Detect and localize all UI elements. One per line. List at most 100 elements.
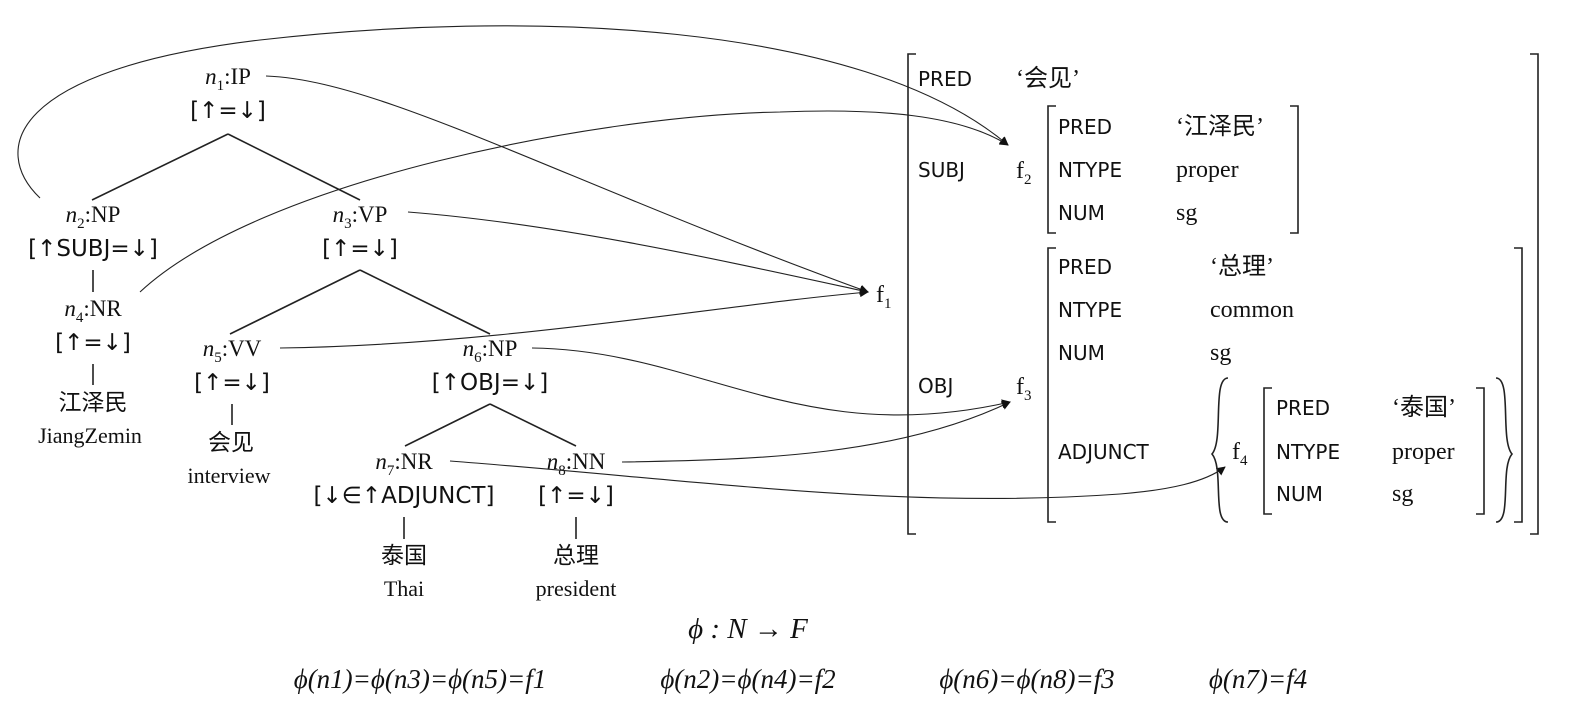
arrow-n1-f1 (265, 75, 869, 294)
node-n4-annotation: [↑=↓] (55, 330, 131, 356)
adjunct-attr: ADJUNCT (1058, 440, 1150, 464)
f4-pred-value: ‘泰国’ (1392, 394, 1456, 421)
tree-node-n2: n2:NP [↑SUBJ=↓] (28, 202, 158, 262)
arrow-n2-f2 (17, 25, 1009, 199)
word-thai: 泰国 Thai (381, 543, 427, 601)
node-n6-label: n6:NP (463, 336, 518, 366)
word-english: president (536, 576, 617, 601)
f2-pred-attr: PRED (1058, 115, 1112, 139)
node-n1-annotation: [↑=↓] (190, 98, 266, 124)
tree-node-n1: n1:IP [↑=↓] (190, 64, 266, 124)
f2-pred-value: ‘江泽民’ (1176, 113, 1264, 140)
f3-num-value: sg (1210, 340, 1231, 366)
branch-n3-n5 (229, 269, 361, 335)
node-n5-annotation: [↑=↓] (194, 370, 270, 396)
tree-node-n8: n8:NN [↑=↓] (538, 449, 614, 509)
word-chinese: 江泽民 (59, 390, 128, 416)
mapping-equation-f2: ϕ(n2)=ϕ(n4)=f2 (660, 664, 835, 694)
arrow-n3-f1 (407, 211, 869, 295)
node-n3-annotation: [↑=↓] (322, 236, 398, 262)
f3-num-attr: NUM (1058, 341, 1105, 365)
f4-ntype-attr: NTYPE (1276, 440, 1340, 464)
f1-pred-value: ‘会见’ (1016, 65, 1080, 92)
f1-text: f1 (876, 282, 892, 312)
f2-ntype-value: proper (1176, 157, 1239, 183)
tree-node-n6: n6:NP [↑OBJ=↓] (432, 336, 548, 396)
word-jiangzemin: 江泽民 JiangZemin (38, 390, 142, 448)
avm-f4: PRED ‘泰国’ NTYPE proper NUM sg (1263, 387, 1485, 515)
adjunct-right-brace (1495, 377, 1514, 523)
branch-n6-n8 (489, 403, 577, 447)
f3-pred-attr: PRED (1058, 255, 1112, 279)
node-n4-label: n4:NR (64, 296, 122, 326)
f2-num-attr: NUM (1058, 201, 1105, 225)
f1-label: f1 (876, 282, 892, 312)
avm-f3-right-bracket (1514, 247, 1523, 523)
f3-pred-value: ‘总理’ (1210, 253, 1274, 280)
branch-n1-n2 (91, 133, 229, 201)
avm-f1-right-bracket (1530, 53, 1539, 535)
node-n2-annotation: [↑SUBJ=↓] (28, 236, 158, 262)
f1-pred-attr: PRED (918, 67, 972, 91)
word-president: 总理 president (536, 543, 617, 601)
node-n1-label: n1:IP (205, 64, 251, 94)
f3-ntype-attr: NTYPE (1058, 298, 1122, 322)
avm-f2-right-bracket (1290, 105, 1299, 234)
node-n3-label: n3:VP (333, 202, 388, 232)
branch-n6-n7 (404, 403, 491, 447)
word-chinese: 泰国 (381, 543, 427, 569)
f2-num-value: sg (1176, 200, 1197, 226)
mapping-formulas: ϕ : N → F ϕ(n1)=ϕ(n3)=ϕ(n5)=f1 ϕ(n2)=ϕ(n… (294, 613, 1307, 694)
branch-n3-n6 (359, 269, 491, 335)
f4-ntype-value: proper (1392, 439, 1455, 465)
word-english: JiangZemin (38, 423, 142, 448)
avm-f3-left-bracket (1047, 247, 1056, 523)
avm-f2: PRED ‘江泽民’ NTYPE proper NUM sg (1047, 105, 1299, 234)
adjunct-left-brace (1210, 377, 1229, 523)
arrow-n7-f4 (449, 460, 1226, 500)
node-n8-annotation: [↑=↓] (538, 483, 614, 509)
tree-node-n7: n7:NR [↓∈↑ADJUNCT] (314, 449, 495, 509)
mapping-signature: ϕ : N → F (688, 613, 808, 645)
arrow-n5-f1 (279, 288, 869, 349)
mapping-equation-f1: ϕ(n1)=ϕ(n3)=ϕ(n5)=f1 (294, 664, 547, 694)
f4-label: f4 (1232, 439, 1248, 469)
word-english: Thai (384, 576, 424, 601)
f4-num-attr: NUM (1276, 482, 1323, 506)
avm-f1: PRED ‘会见’ SUBJ f2 OBJ f3 (907, 53, 1539, 535)
arrow-n6-f3 (531, 347, 1011, 416)
node-n5-label: n5:VV (203, 336, 262, 366)
avm-f1-left-bracket (907, 53, 916, 535)
f2-label: f2 (1016, 158, 1032, 188)
avm-f3: PRED ‘总理’ NTYPE common NUM sg ADJUNCT f4 (1047, 247, 1523, 523)
mapping-equation-f4: ϕ(n7)=f4 (1209, 664, 1307, 694)
avm-f2-left-bracket (1047, 105, 1056, 234)
f2-ntype-attr: NTYPE (1058, 158, 1122, 182)
f4-num-value: sg (1392, 481, 1413, 507)
mapping-equation-f3: ϕ(n6)=ϕ(n8)=f3 (939, 664, 1114, 694)
node-n8-label: n8:NN (547, 449, 606, 479)
word-interview: 会见 interview (187, 430, 270, 488)
f3-label: f3 (1016, 374, 1032, 404)
subj-attr: SUBJ (918, 158, 965, 182)
word-chinese: 会见 (208, 430, 254, 456)
word-chinese: 总理 (553, 543, 599, 569)
avm-f4-left-bracket (1263, 387, 1272, 515)
node-n6-annotation: [↑OBJ=↓] (432, 370, 548, 396)
tree-node-n4: n4:NR [↑=↓] (55, 296, 131, 356)
arrow-n8-f3 (621, 401, 1011, 463)
branch-n1-n3 (227, 133, 361, 201)
node-n7-annotation: [↓∈↑ADJUNCT] (314, 483, 495, 509)
arrow-n4-f2 (139, 110, 1009, 293)
f4-pred-attr: PRED (1276, 396, 1330, 420)
node-n7-label: n7:NR (375, 449, 433, 479)
tree-node-n5: n5:VV [↑=↓] (194, 336, 270, 396)
avm-f4-right-bracket (1476, 387, 1485, 515)
tree-branches (91, 133, 577, 539)
f3-ntype-value: common (1210, 297, 1294, 323)
mapping-arrows (17, 25, 1226, 500)
obj-attr: OBJ (918, 374, 953, 398)
word-english: interview (187, 463, 270, 488)
node-n2-label: n2:NP (66, 202, 121, 232)
